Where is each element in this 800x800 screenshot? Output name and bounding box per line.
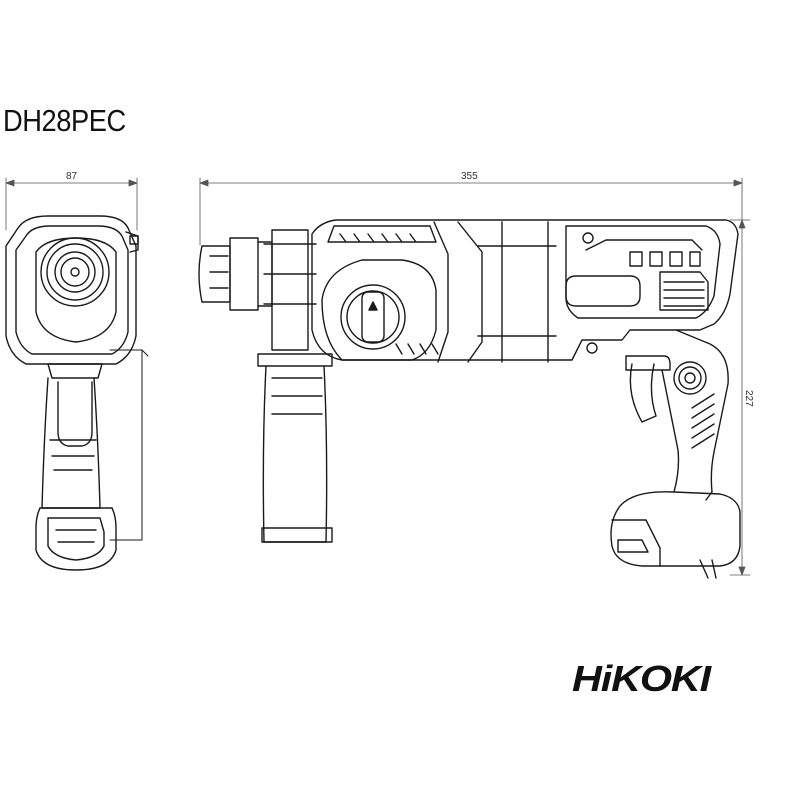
brand-logo: HiKOKI [572, 658, 711, 699]
side-view-drawing [198, 219, 741, 579]
dimension-lines [5, 177, 751, 576]
front-view-drawing [5, 215, 149, 571]
dimension-width-label: 87 [66, 171, 78, 182]
model-title: DH28PEC [3, 103, 126, 138]
dimension-length-label: 355 [461, 171, 478, 182]
